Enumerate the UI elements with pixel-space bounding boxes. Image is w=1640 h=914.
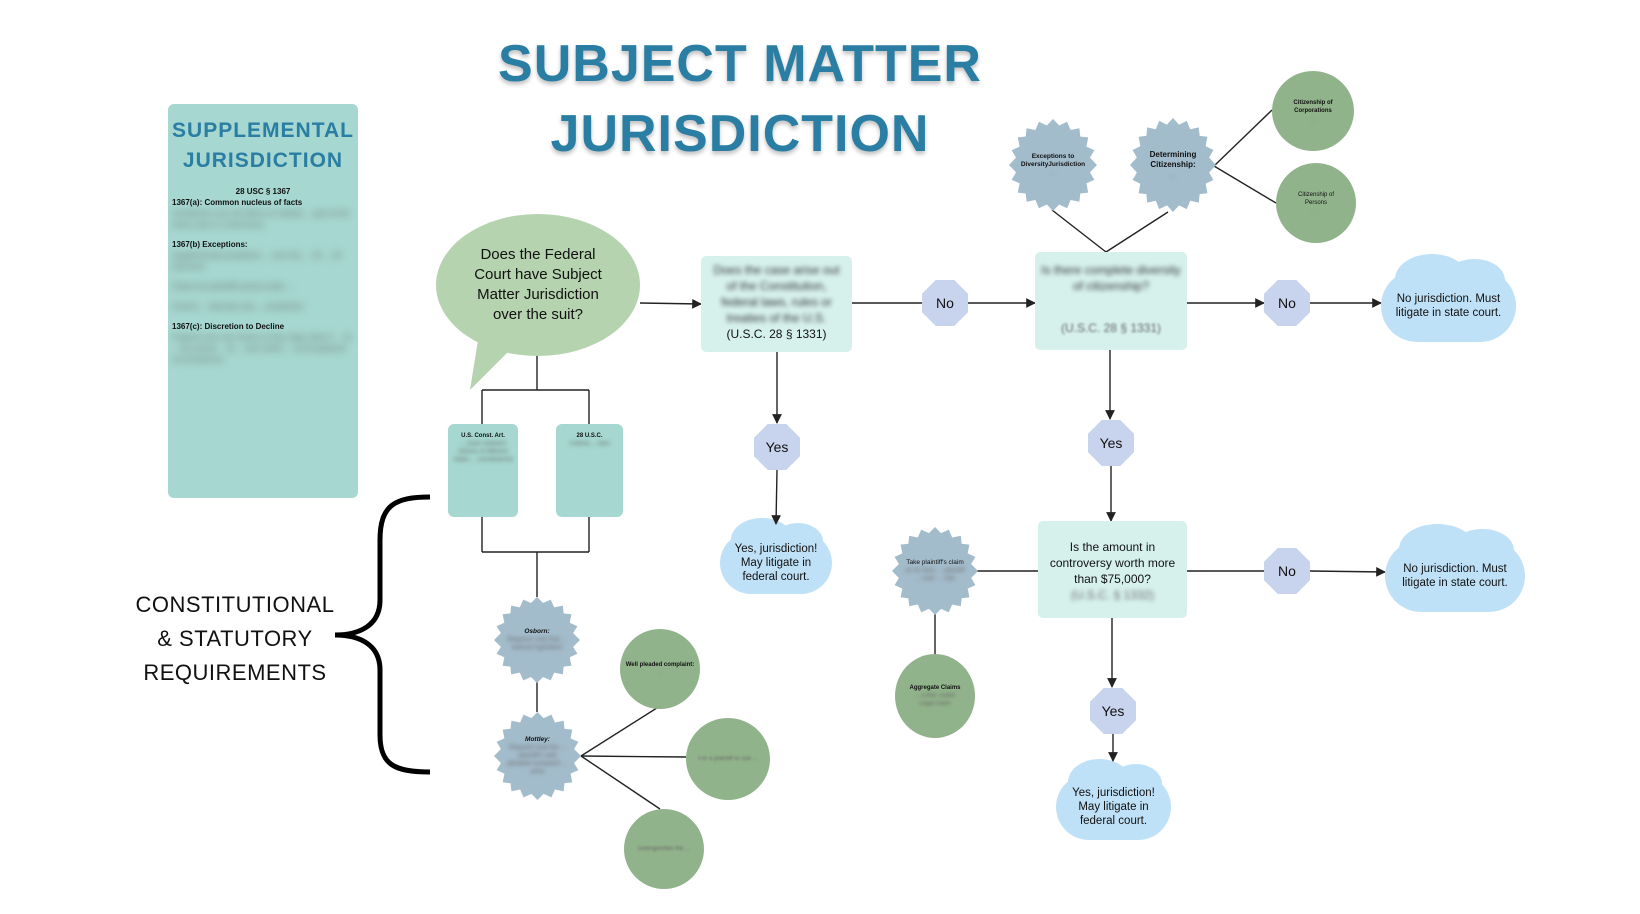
diversity-citation: (U.S.C. 28 § 1331)	[1060, 321, 1162, 335]
brace-label-line3: REQUIREMENTS	[143, 660, 327, 685]
distinguishes-circle: Distinguishes the ...	[624, 809, 704, 889]
decision-no-1: No	[922, 280, 968, 326]
amount-citation: (U.S.C. § 1332)	[1070, 588, 1155, 602]
persons-text: ...	[1313, 208, 1319, 214]
outcome-yes-jurisdiction-1-text: Yes, jurisdiction! May litigate in feder…	[734, 543, 818, 583]
main-question-bubble: Does the Federal Court have Subject Matt…	[436, 214, 640, 356]
statute-card-text: Federal ... laws	[569, 441, 610, 447]
curly-brace	[334, 494, 431, 775]
supplemental-code: 28 USC § 1367	[235, 187, 291, 196]
constitution-card-heading: U.S. Const. Art.	[461, 433, 505, 439]
plaintiff-circle: For a plaintiff to sue ...	[686, 718, 770, 800]
persons-circle: Citizenship of Persons ...	[1276, 163, 1356, 243]
plaintiff-text: For a plaintiff to sue ...	[698, 756, 758, 762]
outcome-no-jurisdiction-1-text: No jurisdiction. Must litigate in state …	[1395, 293, 1502, 319]
federal-question-box: Does the case arise out of the Constitut…	[701, 256, 852, 352]
supplemental-b-text2: Claims by plaintiffs joined under ...	[172, 282, 294, 291]
exceptions-heading: Exceptions to DiversityJurisdiction	[1020, 153, 1086, 168]
main-question-text: Does the Federal Court have Subject Matt…	[474, 246, 602, 323]
brace-label-line2: & STATUTORY	[157, 626, 313, 651]
aggregation-text: on its face ... plaintiff ... over ... r…	[905, 567, 965, 582]
aggregate-circle: Aggregate Claims ... Either Viable Legal…	[895, 654, 975, 738]
diversity-text: Is there complete diversity of citizensh…	[1041, 263, 1181, 293]
supplemental-heading-line2: JURISDICTION	[182, 149, 344, 172]
outcome-no-jurisdiction-1: No jurisdiction. Must litigate in state …	[1381, 254, 1516, 342]
outcome-no-jurisdiction-2: No jurisdiction. Must litigate in state …	[1385, 524, 1525, 612]
citizenship-heading: Determining Citizenship:	[1149, 150, 1197, 169]
supplemental-b-heading: 1367(b) Exceptions:	[172, 240, 248, 249]
brace-label-line1: CONSTITUTIONAL	[135, 592, 335, 617]
supplemental-a-heading: 1367(a): Common nucleus of facts	[172, 198, 303, 207]
federal-question-citation: (U.S.C. 28 § 1331)	[726, 327, 827, 341]
decision-yes-1: Yes	[754, 424, 800, 470]
statute-card: 28 U.S.C. Federal ... laws	[556, 424, 623, 517]
constitutional-statutory-label: CONSTITUTIONAL & STATUTORY REQUIREMENTS	[100, 588, 370, 690]
mottley-text: Requires that the ... plaintiff's well p…	[507, 744, 568, 775]
federal-question-text: Does the case arise out of the Constitut…	[713, 263, 840, 325]
well-pleaded-text: ...	[657, 670, 663, 676]
outcome-yes-jurisdiction-1: Yes, jurisdiction! May litigate in feder…	[720, 518, 832, 594]
osborn-text: Requires only that ... federal ingredien…	[507, 636, 567, 651]
distinguishes-text: Distinguishes the ...	[637, 846, 691, 852]
outcome-yes-jurisdiction-2: Yes, jurisdiction! May litigate in feder…	[1056, 759, 1171, 840]
diversity-box: Is there complete diversity of citizensh…	[1035, 252, 1187, 350]
aggregation-heading: Take plaintiff's claim	[906, 559, 964, 566]
page-title-line1: SUBJECT MATTER	[498, 35, 982, 93]
aggregate-text: ... Either Viable Legal Claim	[914, 693, 956, 707]
corporations-circle: Citizenship of Corporations ...	[1272, 71, 1354, 151]
corporations-text: ...	[1310, 116, 1316, 122]
exceptions-text: ...	[1050, 169, 1056, 176]
statute-card-heading: 28 U.S.C.	[576, 433, 603, 439]
supplemental-c-heading: 1367(c): Discretion to Decline	[172, 322, 285, 331]
decision-no-3: No	[1264, 548, 1310, 594]
decision-yes-3: Yes	[1090, 688, 1136, 734]
supplemental-b-text: Supplemental jurisdiction ... over the .…	[172, 251, 341, 271]
mottley-heading: Mottley:	[525, 736, 550, 743]
constitution-card-text: ... cases between citizens of different …	[453, 441, 513, 463]
constitution-card: U.S. Const. Art. ... cases between citiz…	[448, 424, 518, 517]
well-pleaded-circle: Well pleaded complaint: ...	[620, 629, 700, 709]
aggregate-heading: Aggregate Claims	[909, 685, 961, 691]
supplemental-a-text: Jurisdiction over all claims so related …	[172, 209, 350, 229]
amount-box: Is the amount in controversy worth more …	[1038, 521, 1187, 618]
supplemental-jurisdiction-panel: SUPPLEMENTAL JURISDICTION 28 USC § 1367 …	[168, 104, 358, 498]
page-title-line2: JURISDICTION	[550, 105, 930, 163]
amount-text: Is the amount in controversy worth more …	[1049, 540, 1176, 586]
bubble-tail	[470, 340, 520, 390]
citizenship-text: ...	[1169, 170, 1177, 179]
supplemental-heading-line1: SUPPLEMENTAL	[172, 119, 354, 142]
persons-heading: Citizenship of Persons	[1297, 192, 1335, 206]
decision-yes-2: Yes	[1088, 420, 1134, 466]
supplemental-c-text: Federal court can refuse to hear state c…	[172, 333, 351, 364]
osborn-heading: Osborn:	[524, 628, 550, 635]
corporations-heading: Citizenship of Corporations	[1293, 100, 1333, 114]
outcome-no-jurisdiction-2-text: No jurisdiction. Must litigate in state …	[1402, 563, 1508, 589]
well-pleaded-heading: Well pleaded complaint:	[625, 662, 695, 668]
supplemental-b-text3: Cannot ... diversity was ... jurisdictio…	[172, 302, 304, 311]
decision-no-2: No	[1264, 280, 1310, 326]
outcome-yes-jurisdiction-2-text: Yes, jurisdiction! May litigate in feder…	[1072, 787, 1155, 827]
